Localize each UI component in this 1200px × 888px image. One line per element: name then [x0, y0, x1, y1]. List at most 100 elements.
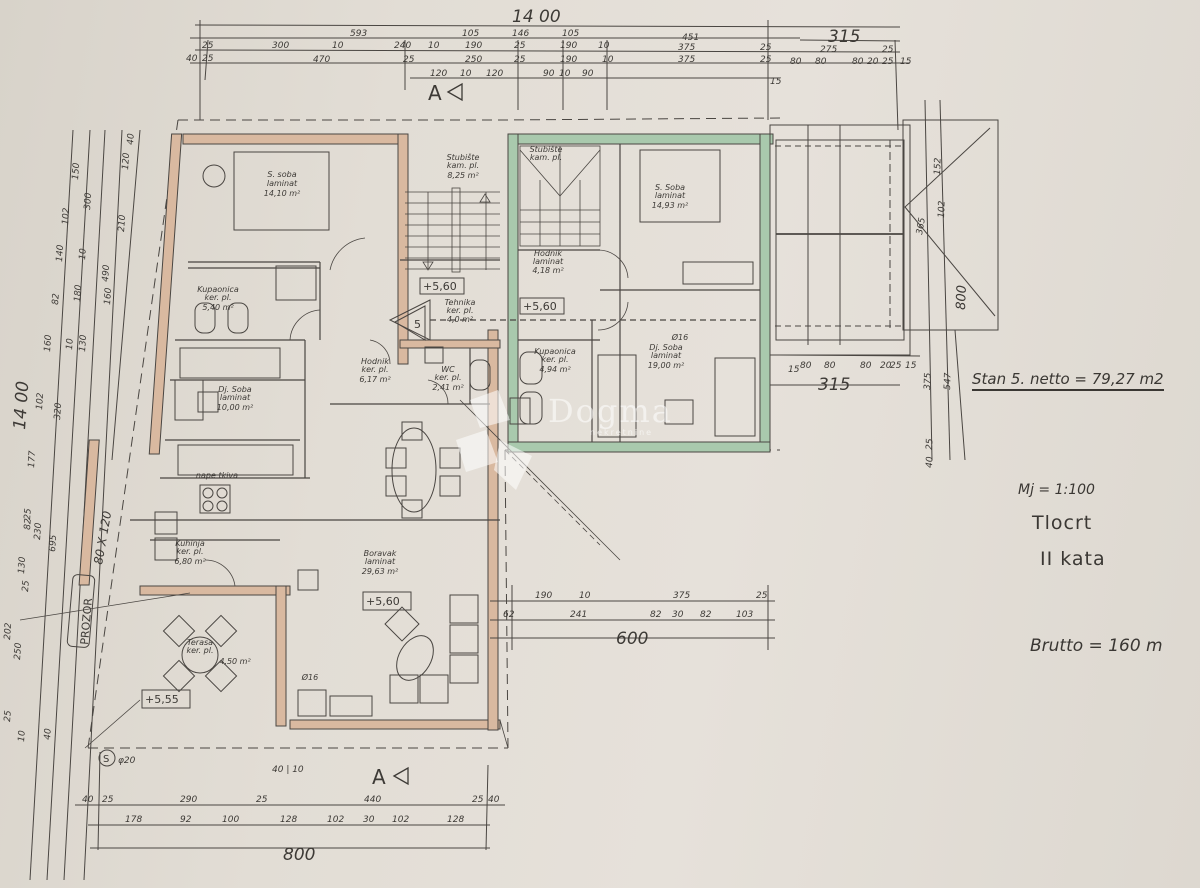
svg-text:80: 80 — [800, 361, 812, 371]
svg-text:10: 10 — [78, 248, 89, 260]
svg-text:62: 62 — [503, 610, 515, 620]
svg-text:40: 40 — [488, 795, 500, 805]
svg-text:Kupaonica: Kupaonica — [534, 347, 576, 356]
bottom-total-label: 800 — [283, 845, 315, 865]
room-labels: S. soba laminat 14,10 m² Stubište kam. p… — [174, 144, 689, 682]
svg-text:25: 25 — [882, 45, 894, 55]
svg-text:30: 30 — [672, 610, 684, 620]
svg-text:laminat: laminat — [220, 393, 251, 402]
watermark-text: Dogma — [548, 392, 673, 430]
svg-text:250: 250 — [465, 55, 482, 65]
gross-area-label: Brutto = 160 m — [1030, 636, 1163, 656]
svg-text:S. Soba: S. Soba — [655, 183, 685, 192]
svg-text:25: 25 — [760, 55, 772, 65]
svg-text:25: 25 — [21, 580, 32, 592]
svg-text:25: 25 — [514, 55, 526, 65]
svg-text:190: 190 — [560, 55, 577, 65]
svg-text:WC: WC — [441, 365, 455, 374]
svg-text:φ20: φ20 — [118, 756, 136, 766]
svg-text:25: 25 — [890, 361, 902, 371]
svg-text:10: 10 — [17, 730, 28, 742]
svg-text:103: 103 — [736, 610, 753, 620]
svg-text:Ø16: Ø16 — [301, 672, 318, 682]
svg-text:25: 25 — [202, 54, 214, 64]
svg-text:120: 120 — [430, 69, 447, 79]
svg-text:25: 25 — [925, 438, 935, 450]
svg-text:375: 375 — [678, 43, 695, 53]
svg-text:80: 80 — [815, 57, 827, 67]
left-dimension-values: 150 102 140 82 160 102 177 25 300 10 180… — [3, 133, 137, 742]
svg-text:300: 300 — [272, 41, 289, 51]
roof-outline — [902, 99, 999, 461]
svg-text:230: 230 — [33, 522, 44, 540]
svg-text:+5,60: +5,60 — [523, 300, 557, 313]
svg-text:470: 470 — [313, 55, 330, 65]
svg-text:120: 120 — [486, 69, 503, 79]
stairs-left — [405, 187, 500, 273]
svg-text:ker. pl.: ker. pl. — [446, 306, 473, 315]
svg-text:+5,60: +5,60 — [423, 280, 457, 293]
svg-text:10: 10 — [460, 69, 472, 79]
svg-text:92: 92 — [180, 815, 192, 825]
svg-text:451: 451 — [682, 33, 699, 43]
svg-text:Dj. Soba: Dj. Soba — [649, 343, 683, 352]
svg-text:Dj. Soba: Dj. Soba — [218, 385, 252, 394]
svg-text:40: 40 — [82, 795, 94, 805]
svg-text:82: 82 — [700, 610, 712, 620]
svg-text:40: 40 — [925, 456, 935, 468]
svg-text:kam. pl.: kam. pl. — [447, 161, 479, 170]
bottom-dimension-lines — [75, 751, 505, 851]
svg-text:15: 15 — [770, 77, 782, 87]
level-markers: +5,60 +5,60 +5,60 +5,55 — [141, 277, 565, 709]
section-arrow-bottom-icon — [392, 766, 409, 786]
floor-label: II kata — [1040, 548, 1106, 570]
svg-text:25: 25 — [760, 43, 772, 53]
svg-text:130: 130 — [78, 334, 89, 352]
svg-text:ker. pl.: ker. pl. — [186, 646, 213, 655]
svg-text:25: 25 — [3, 710, 14, 722]
svg-text:300: 300 — [83, 192, 94, 210]
svg-text:102: 102 — [61, 207, 72, 225]
svg-text:Hodnik: Hodnik — [361, 357, 389, 366]
svg-text:Stubište: Stubište — [530, 144, 563, 154]
svg-text:10: 10 — [559, 69, 571, 79]
svg-text:nape tkiva: nape tkiva — [196, 471, 238, 480]
svg-text:105: 105 — [462, 29, 479, 39]
svg-text:82: 82 — [650, 610, 662, 620]
svg-text:ker. pl.: ker. pl. — [176, 547, 203, 556]
svg-text:102: 102 — [327, 815, 344, 825]
svg-text:490: 490 — [101, 264, 112, 282]
top-dimension-lines — [190, 20, 910, 131]
svg-text:190: 190 — [535, 591, 552, 601]
svg-text:kam. pl.: kam. pl. — [530, 153, 562, 162]
interior-partitions — [130, 144, 760, 541]
svg-text:S: S — [103, 754, 109, 765]
svg-text:102: 102 — [35, 392, 46, 410]
stairs-right — [519, 145, 601, 247]
apartment-net-area: Stan 5. netto = 79,27 m2 — [972, 370, 1164, 391]
svg-text:29,63 m²: 29,63 m² — [362, 567, 399, 576]
svg-text:80: 80 — [860, 361, 872, 371]
mid-total-label: 600 — [616, 629, 648, 649]
svg-text:10: 10 — [602, 55, 614, 65]
svg-text:82: 82 — [51, 293, 62, 305]
scale-label: Mj = 1:100 — [1018, 482, 1095, 498]
svg-text:laminat: laminat — [651, 351, 682, 360]
svg-text:250: 250 — [13, 642, 24, 660]
svg-text:5,40 m²: 5,40 m² — [202, 303, 234, 312]
mid-dimension-values: 190 10 375 25 62 241 82 30 82 103 — [503, 591, 768, 620]
svg-text:10: 10 — [428, 41, 440, 51]
svg-text:25: 25 — [23, 508, 34, 520]
svg-text:+5,55: +5,55 — [145, 693, 179, 706]
svg-text:593: 593 — [350, 29, 367, 39]
svg-text:10,00 m²: 10,00 m² — [217, 403, 254, 412]
svg-text:695: 695 — [48, 534, 59, 552]
svg-text:547: 547 — [943, 372, 954, 390]
svg-text:178: 178 — [125, 815, 142, 825]
svg-text:80: 80 — [790, 57, 802, 67]
roof-dimension-values: 365 102 152 800 547 375 25 40 — [915, 157, 970, 468]
svg-text:25: 25 — [202, 41, 214, 51]
svg-text:10: 10 — [598, 41, 610, 51]
svg-text:laminat: laminat — [267, 179, 298, 188]
svg-text:190: 190 — [465, 41, 482, 51]
